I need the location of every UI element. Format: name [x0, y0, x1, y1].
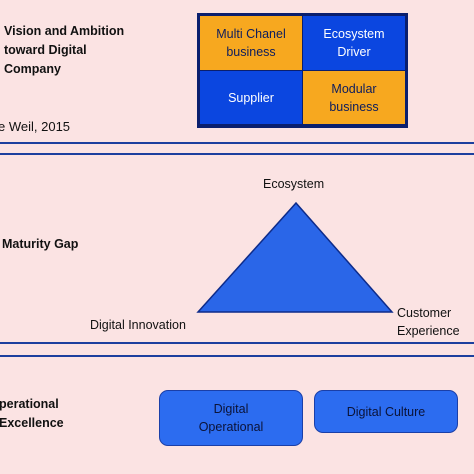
maturity-heading: Maturity Gap	[2, 237, 79, 251]
section-divider	[0, 142, 474, 144]
digital-culture-box: Digital Culture	[314, 390, 458, 433]
section-divider	[0, 355, 474, 357]
maturity-section: Maturity Gap Ecosystem Digital Innovatio…	[0, 155, 474, 342]
citation-text: e Weil, 2015	[0, 119, 71, 134]
operational-heading: perational Excellence	[0, 397, 64, 430]
vertex-customer-experience: Customer Experience	[397, 306, 460, 338]
quadrant-multi-channel-business: Multi Chanel business	[200, 16, 302, 70]
business-model-matrix: Multi Chanel business Ecosystem Driver S…	[197, 13, 408, 128]
triangle-shape	[196, 201, 394, 313]
vertex-ecosystem: Ecosystem	[263, 177, 325, 191]
maturity-triangle	[196, 201, 394, 313]
digital-operational-box: Digital Operational	[159, 390, 303, 446]
section-divider	[0, 153, 474, 155]
vision-heading: Vision and Ambition toward Digital Compa…	[4, 24, 125, 76]
quadrant-supplier: Supplier	[200, 71, 302, 124]
section-divider	[0, 342, 474, 344]
quadrant-modular-business: Modular business	[303, 71, 405, 124]
vision-section: Vision and Ambition toward Digital Compa…	[0, 0, 474, 142]
quadrant-ecosystem-driver: Ecosystem Driver	[303, 16, 405, 70]
operational-section: perational Excellence Digital Operationa…	[0, 357, 474, 474]
vertex-digital-innovation: Digital Innovation	[90, 318, 186, 332]
